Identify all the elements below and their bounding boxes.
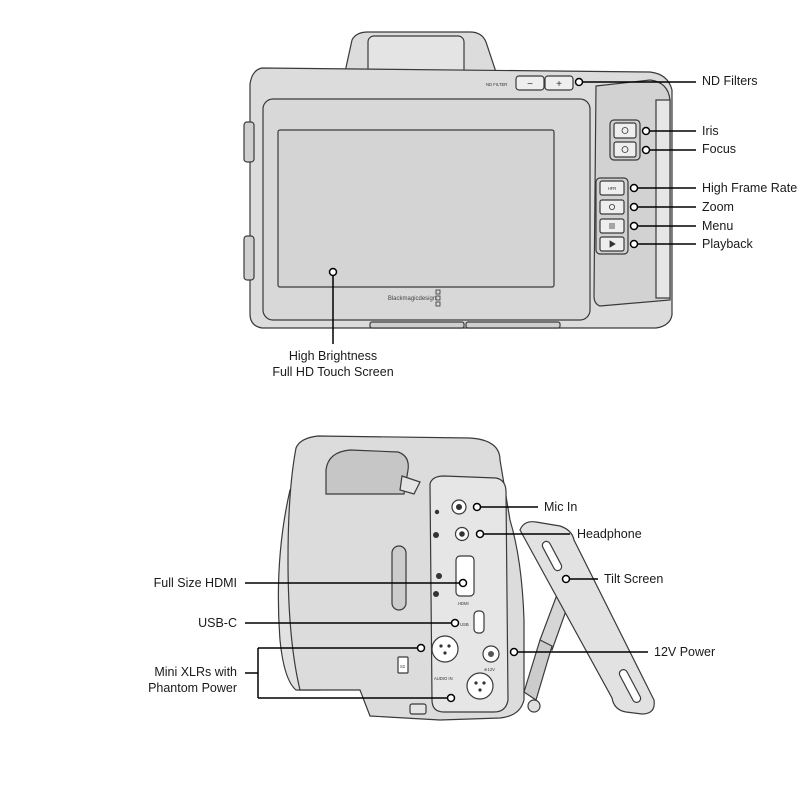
tilt-screen-slot-top — [541, 540, 563, 572]
zoom-icon — [609, 203, 616, 210]
port-details — [433, 504, 494, 692]
label-headphone: Headphone — [577, 527, 642, 541]
usb-text: USB — [460, 622, 469, 627]
label-screen-line1: High Brightness — [288, 349, 378, 363]
zoom-button[interactable] — [599, 199, 625, 215]
label-zoom: Zoom — [702, 200, 734, 214]
hfr-text: HFR — [608, 186, 617, 191]
audio-in-text: AUDIO IN — [434, 676, 453, 681]
left-lug-top — [243, 121, 255, 163]
back-leaders — [328, 77, 696, 344]
bottom-tab — [409, 703, 427, 715]
brand-logo-icon — [435, 289, 441, 307]
label-usb-c: USB-C — [198, 616, 237, 630]
hdmi-text: HDMI — [458, 601, 469, 606]
label-mic-in: Mic In — [544, 500, 578, 514]
brand-text: Blackmagicdesign — [388, 296, 436, 302]
label-iris: Iris — [702, 124, 719, 138]
menu-icon — [609, 223, 615, 229]
touch-screen — [277, 129, 555, 288]
label-xlr-line2: Phantom Power — [148, 681, 237, 695]
label-menu: Menu — [702, 219, 734, 233]
side-leaders — [245, 502, 648, 703]
grip-cap — [325, 449, 409, 495]
tilt-screen[interactable] — [519, 521, 655, 715]
iris-button[interactable] — [613, 122, 637, 139]
nd-plus-button[interactable] — [544, 75, 574, 91]
hfr-button[interactable] — [599, 180, 625, 196]
play-icon — [609, 240, 616, 248]
focus-button[interactable] — [613, 141, 637, 158]
s2-text: S2 — [400, 664, 406, 669]
camera-back-view — [243, 31, 673, 329]
focus-icon — [621, 146, 629, 153]
nd-minus-glyph: − — [527, 79, 533, 90]
top-strap-lug — [399, 475, 421, 495]
hdmi-port[interactable] — [455, 555, 475, 597]
nd-filter-text: ND FILTER — [486, 82, 507, 87]
label-nd-filters: ND Filters — [702, 74, 758, 88]
nd-minus-button[interactable] — [515, 75, 545, 91]
label-screen-line2: Full HD Touch Screen — [272, 365, 394, 379]
camera-side-view — [277, 435, 655, 721]
label-high-frame-rate: High Frame Rate — [702, 181, 798, 195]
s2-badge — [397, 656, 409, 674]
xlr-port-2[interactable] — [466, 672, 494, 700]
label-tilt-screen: Tilt Screen — [604, 572, 664, 586]
grip-strip — [655, 99, 671, 299]
label-focus: Focus — [702, 142, 737, 156]
bottom-foot-right — [465, 321, 561, 329]
label-full-size-hdmi: Full Size HDMI — [153, 576, 237, 590]
usbc-port[interactable] — [473, 610, 485, 634]
button-group-hfr — [595, 177, 629, 255]
label-playback: Playback — [702, 237, 753, 251]
v12-text: ⊕12V — [484, 667, 495, 672]
xlr-port-1[interactable] — [431, 635, 459, 663]
left-lug-bottom — [243, 235, 255, 281]
tilt-screen-slot-bottom — [618, 669, 642, 703]
label-xlr-line1: Mini XLRs with — [154, 665, 237, 679]
iris-icon — [621, 127, 629, 134]
bottom-foot-left — [369, 321, 465, 329]
nd-plus-glyph: + — [556, 79, 562, 90]
side-vent — [391, 545, 407, 611]
label-12v-power: 12V Power — [654, 645, 716, 659]
back-button-icons — [435, 127, 629, 307]
